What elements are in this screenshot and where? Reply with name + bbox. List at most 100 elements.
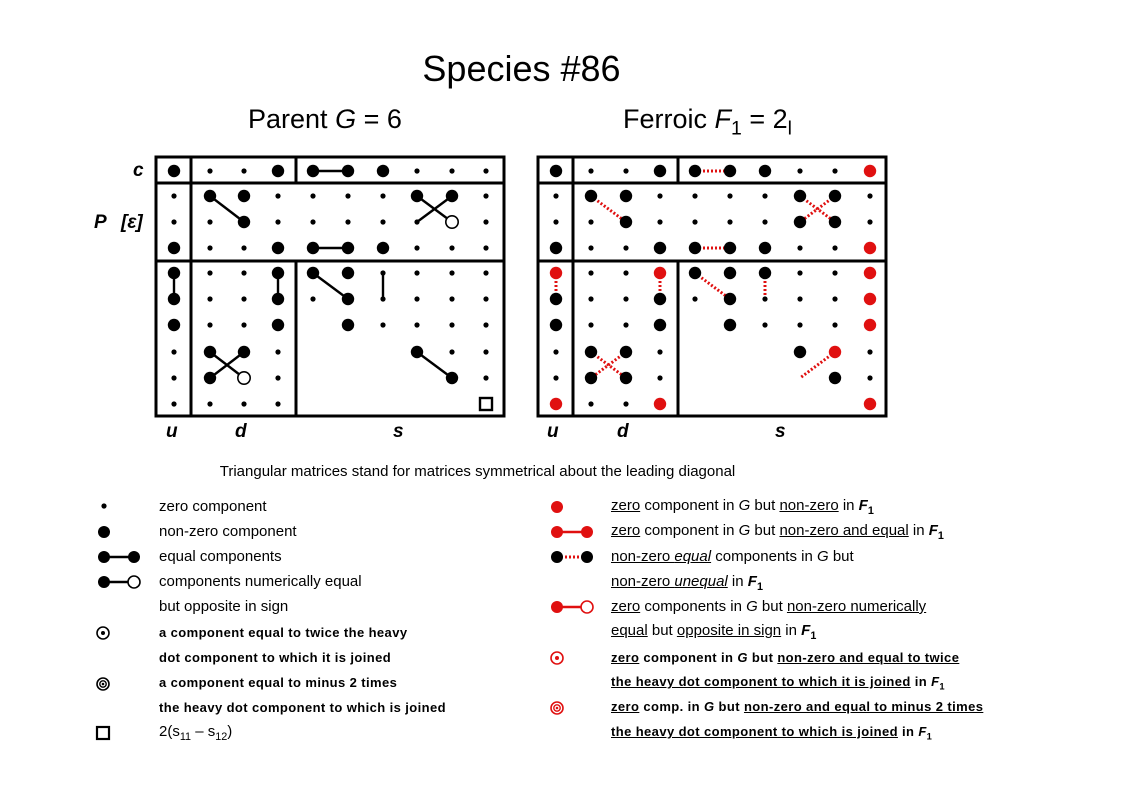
ferroic-dot-r7-c1 <box>549 318 563 332</box>
ferroic-dot-r3-c9 <box>828 215 842 229</box>
ferroic-dot-r6-c8 <box>797 296 803 302</box>
parent-dot-r1-c5 <box>306 164 320 178</box>
parent-dot-r5-c2 <box>207 270 213 276</box>
ferroic-dot-r8-c3 <box>619 345 633 359</box>
parent-dot-r4-c1 <box>167 241 181 255</box>
col-label-u-ferroic: u <box>547 421 559 442</box>
parent-dot-r1-c3 <box>241 168 247 174</box>
parent-dot-r9-c4 <box>275 375 281 381</box>
ferroic-dot-r7-c10 <box>863 318 877 332</box>
col-label-u-parent: u <box>166 421 178 442</box>
parent-dot-r8-c3 <box>237 345 251 359</box>
legend-opposite-text-1: components numerically equal <box>159 573 362 590</box>
parent-dot-r5-c4 <box>271 266 285 280</box>
parent-dot-r4-c8 <box>414 245 420 251</box>
parent-dot-r3-c8 <box>414 219 420 225</box>
legend-red-equal-dot-a <box>551 526 563 538</box>
row-label-c: c <box>133 160 144 181</box>
parent-dot-r9-c10 <box>483 375 489 381</box>
legend-twice-inner <box>101 631 105 635</box>
ferroic-dot-r10-c1 <box>549 397 563 411</box>
ferroic-dot-r10-c2 <box>588 401 594 407</box>
ferroic-dot-r5-c5 <box>688 266 702 280</box>
parent-dot-r3-c4 <box>275 219 281 225</box>
ferroic-link-12 <box>799 350 836 380</box>
ferroic-dot-r7-c4 <box>653 318 667 332</box>
parent-dot-r3-c2 <box>207 219 213 225</box>
legend-minus-inner <box>101 682 105 686</box>
ferroic-dot-r2-c9 <box>828 189 842 203</box>
parent-dot-r1-c7 <box>376 164 390 178</box>
ferroic-dot-r2-c8 <box>793 189 807 203</box>
parent-dot-r7-c1 <box>167 318 181 332</box>
parent-dot-r6-c2 <box>207 296 213 302</box>
legend-red-zero-text: zero component in G but non-zero in F1 <box>611 497 874 517</box>
col-label-d-parent: d <box>235 421 247 442</box>
ferroic-dot-r2-c7 <box>762 193 768 199</box>
col-label-d-ferroic: d <box>617 421 629 442</box>
ferroic-dot-r8-c8 <box>793 345 807 359</box>
parent-dot-r6-c4 <box>271 292 285 306</box>
ferroic-dot-r5-c1 <box>549 266 563 280</box>
ferroic-dot-r3-c8 <box>793 215 807 229</box>
ferroic-dot-r3-c7 <box>762 219 768 225</box>
ferroic-dot-r6-c6 <box>723 292 737 306</box>
ferroic-dot-r9-c9 <box>828 371 842 385</box>
parent-dot-r2-c9 <box>445 189 459 203</box>
parent-dot-r2-c4 <box>275 193 281 199</box>
ferroic-dot-r9-c1 <box>553 375 559 381</box>
parent-dot-r5-c5 <box>306 266 320 280</box>
ferroic-dot-r8-c10 <box>867 349 873 355</box>
legend-square-text: 2(s11 – s12) <box>159 723 233 743</box>
parent-dot-r8-c2 <box>203 345 217 359</box>
ferroic-dot-r8-c4 <box>657 349 663 355</box>
legend-twice-text-2: dot component to which it is joined <box>159 650 392 665</box>
ferroic-dot-r6-c4 <box>653 292 667 306</box>
ferroic-dot-r4-c3 <box>623 245 629 251</box>
ferroic-dot-r6-c1 <box>549 292 563 306</box>
parent-dot-r4-c5 <box>306 241 320 255</box>
ferroic-dot-r1-c10 <box>863 164 877 178</box>
ferroic-dot-r10-c10 <box>863 397 877 411</box>
ferroic-dot-r1-c6 <box>723 164 737 178</box>
legend-red-minus-text-1: zero comp. in G but non-zero and equal t… <box>611 699 984 714</box>
parent-dot-r5-c3 <box>241 270 247 276</box>
parent-dot-r2-c8 <box>410 189 424 203</box>
legend-red-opposite-text-1: zero components in G but non-zero numeri… <box>611 598 927 615</box>
parent-dot-r2-c7 <box>380 193 386 199</box>
parent-dot-r4-c9 <box>449 245 455 251</box>
parent-dot-r3-c10 <box>483 219 489 225</box>
parent-dot-r6-c6 <box>341 292 355 306</box>
ferroic-link-11 <box>590 350 627 380</box>
parent-link-4 <box>416 195 453 223</box>
legend-red-opposite-dot-a <box>551 601 563 613</box>
parent-dot-r2-c10 <box>483 193 489 199</box>
ferroic-dot-r7-c7 <box>762 322 768 328</box>
legend-nonzero-symbol <box>98 526 110 538</box>
legend-opposite-dot-a <box>98 576 110 588</box>
ferroic-dot-r5-c7 <box>758 266 772 280</box>
parent-dot-r1-c2 <box>207 168 213 174</box>
parent-dot-r1-c1 <box>167 164 181 178</box>
col-label-s-parent: s <box>393 421 404 442</box>
parent-dot-r4-c6 <box>341 241 355 255</box>
legend-symbols <box>95 501 594 741</box>
ferroic-dot-r1-c9 <box>832 168 838 174</box>
ferroic-dot-r4-c7 <box>758 241 772 255</box>
parent-dot-r4-c7 <box>376 241 390 255</box>
ferroic-dot-r4-c5 <box>688 241 702 255</box>
parent-dot-r3-c3 <box>237 215 251 229</box>
ferroic-dot-r5-c9 <box>832 270 838 276</box>
ferroic-dot-r5-c10 <box>863 266 877 280</box>
parent-dot-r4-c10 <box>483 245 489 251</box>
parent-dot-r8-c9 <box>449 349 455 355</box>
ferroic-dot-r1-c8 <box>797 168 803 174</box>
parent-dot-r6-c1 <box>167 292 181 306</box>
parent-dot-r7-c6 <box>341 318 355 332</box>
ferroic-dot-r5-c4 <box>653 266 667 280</box>
parent-dot-r4-c2 <box>207 245 213 251</box>
component-dots <box>167 164 877 412</box>
legend-red-dotted-text-2: non-zero unequal in F1 <box>611 573 763 593</box>
row-label-epsilon: [ε] <box>121 212 143 233</box>
legend-minus-text-2: the heavy dot component to which is join… <box>159 700 446 715</box>
